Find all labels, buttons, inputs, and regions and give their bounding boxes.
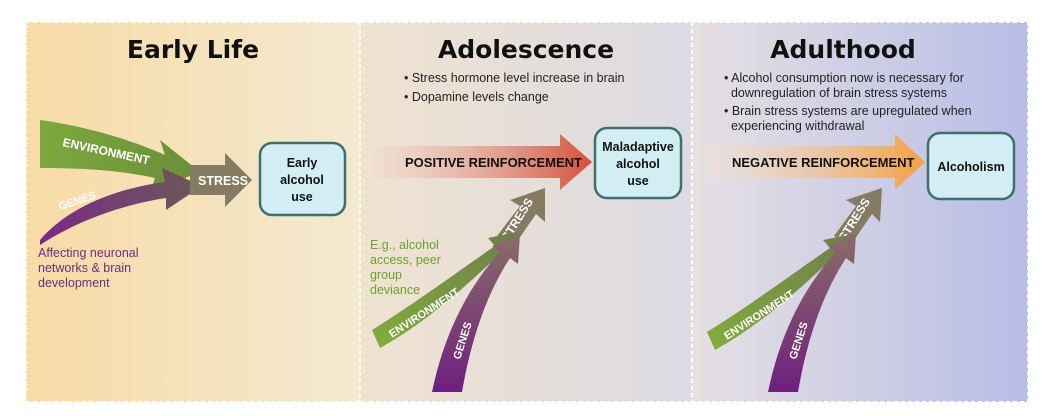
adulthood-bullet: • Brain stress systems are upregulated w… [724, 104, 972, 118]
early-box-line: use [291, 190, 313, 204]
maladaptive-alcohol-use-box [593, 126, 683, 200]
early-box-line: alcohol [280, 173, 324, 187]
negative-reinforcement-arrow [706, 134, 925, 190]
genes-arrow [768, 234, 856, 392]
adolescence-example-line: deviance [370, 283, 420, 297]
environment-arrow [40, 120, 200, 192]
early-note-line: development [38, 276, 110, 290]
early-box-line: Early [287, 156, 318, 170]
stress-arrow [834, 188, 882, 246]
positive-reinforcement-label: POSITIVE REINFORCEMENT [405, 155, 582, 170]
stress-arrow [190, 153, 252, 207]
genes-arrow [432, 234, 520, 392]
adolescence-example-line: access, peer [370, 253, 441, 267]
adulthood-bullet: downregulation of brain stress systems [724, 86, 947, 100]
alcoholism-box-label: Alcoholism [937, 160, 1004, 174]
adolescence-title: Adolescence [438, 35, 614, 64]
maladaptive-box-line: Maladaptive [602, 140, 674, 154]
environment-arrow [707, 234, 853, 350]
maladaptive-box-line: use [627, 174, 649, 188]
positive-reinforcement-arrow [372, 134, 592, 190]
early-alcohol-use-box [258, 141, 347, 217]
adolescence-example-line: group [370, 268, 402, 282]
adulthood-title: Adulthood [770, 35, 916, 64]
diagram-border [25, 21, 1029, 403]
stress-arrow [497, 188, 545, 246]
adulthood-bullet: experiencing withdrawal [724, 119, 864, 133]
maladaptive-box-line: alcohol [616, 157, 660, 171]
early-note-line: Affecting neuronal [38, 246, 139, 260]
environment-arrow [372, 232, 518, 348]
adolescence-example-line: E.g., alcohol [370, 238, 439, 252]
genes-arrow [40, 168, 202, 245]
alcoholism-box [926, 131, 1016, 201]
early-note-line: networks & brain [38, 261, 131, 275]
stress-label: STRESS [198, 174, 248, 188]
adolescence-bullet: • Dopamine levels change [404, 90, 549, 104]
adolescence-bullet: • Stress hormone level increase in brain [404, 71, 625, 85]
adulthood-bullet: • Alcohol consumption now is necessary f… [724, 71, 964, 85]
early-life-title: Early Life [127, 35, 259, 64]
negative-reinforcement-label: NEGATIVE REINFORCEMENT [732, 155, 915, 170]
